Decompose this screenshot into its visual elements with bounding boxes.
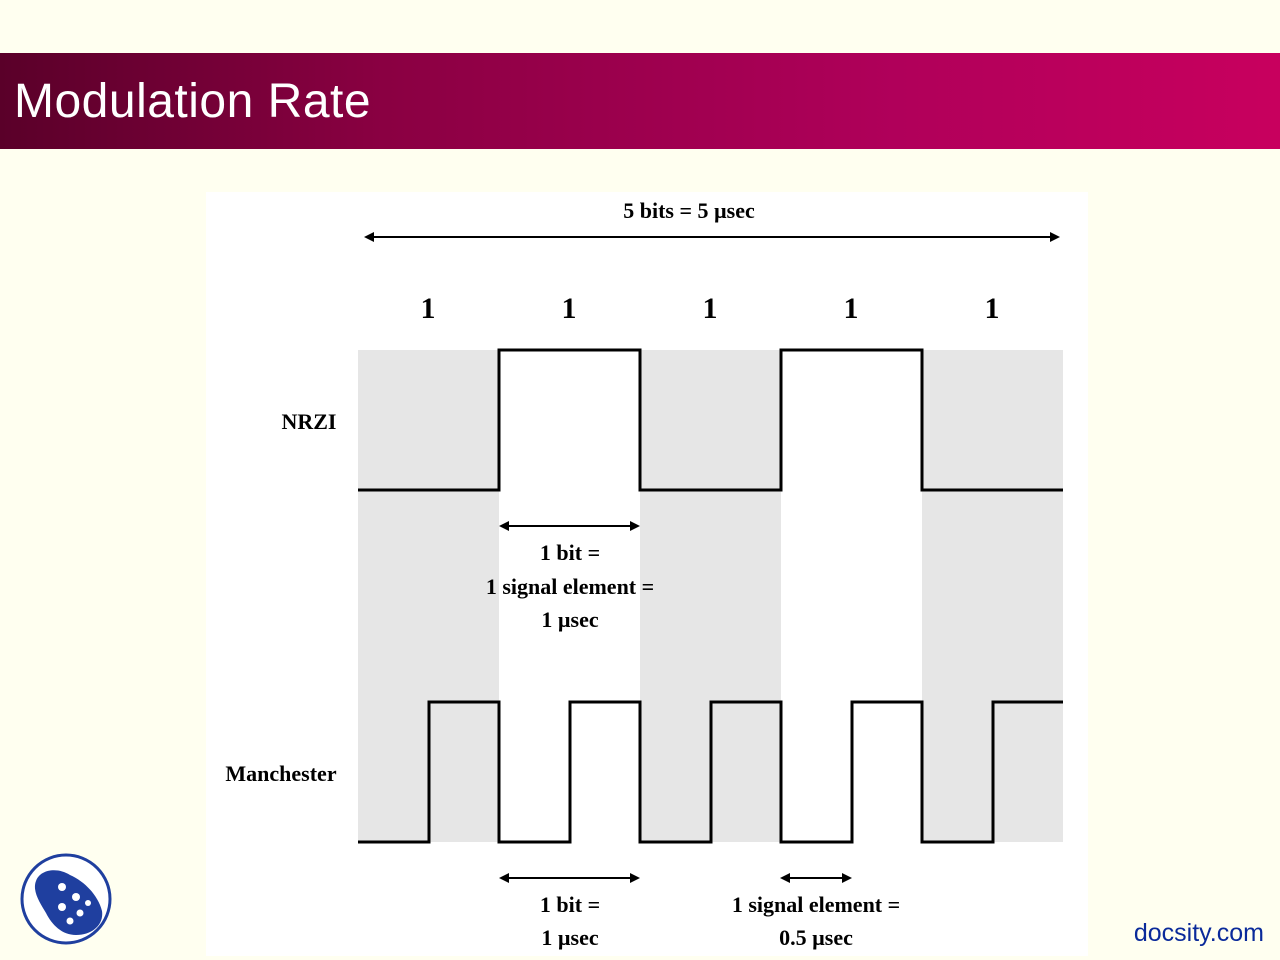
nrzi-label: NRZI [281,409,336,434]
middle-annotation-line: 1 signal element = [486,574,654,599]
title-bar [0,53,1280,149]
modulation-diagram: 5 bits = 5 µsec 1 1 1 1 1 NRZI 1 bit = 1… [206,192,1088,956]
page-title: Modulation Rate [14,75,372,128]
brand-link[interactable]: docsity.com [1133,919,1264,947]
middle-annotation-line: 1 µsec [541,607,599,632]
top-span-label: 5 bits = 5 µsec [623,198,755,223]
middle-annotation-line: 1 bit = [540,540,600,565]
manchester-label: Manchester [225,761,336,786]
bit-value: 1 [703,292,718,325]
bit-value: 1 [844,292,859,325]
bottom-left-annotation-line: 1 bit = [540,892,600,917]
bit-value: 1 [562,292,577,325]
bit-value: 1 [985,292,1000,325]
nrzi-waveform [358,348,1063,492]
bottom-right-annotation-line: 1 signal element = [732,892,900,917]
bit-value: 1 [421,292,436,325]
docsity-logo-icon [18,851,114,947]
manchester-waveform [358,700,1063,844]
bottom-right-annotation-line: 0.5 µsec [779,925,853,950]
bottom-left-annotation-line: 1 µsec [541,925,599,950]
